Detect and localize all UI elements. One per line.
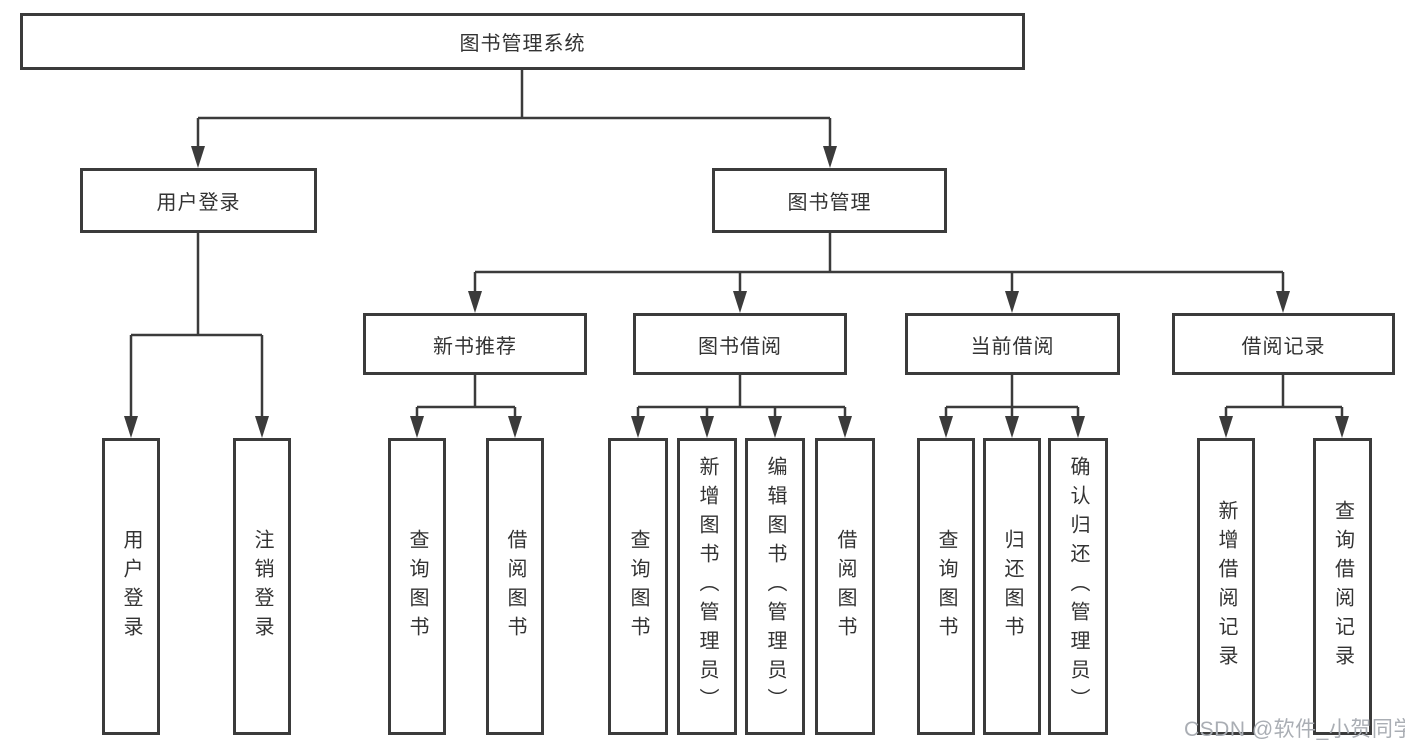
leaf-user-login: 用户登录 [102,438,160,735]
leaf-add-books-admin-label: 新增图书（管理员） [696,456,718,717]
node-borrow-records: 借阅记录 [1172,313,1395,375]
leaf-borrow-books-2-label: 借阅图书 [834,528,856,645]
node-user-login-label: 用户登录 [156,192,241,214]
leaf-query-books-1-label: 查询图书 [406,528,428,645]
node-book-borrow-label: 图书借阅 [698,335,782,358]
leaf-query-books-2: 查询图书 [608,438,668,735]
leaf-add-borrow-record: 新增借阅记录 [1197,438,1255,735]
leaf-logout: 注销登录 [233,438,291,735]
node-new-book-recommend: 新书推荐 [363,313,587,375]
leaf-edit-books-admin: 编辑图书（管理员） [745,438,805,735]
leaf-query-books-3: 查询图书 [917,438,975,735]
leaf-query-borrow-record-label: 查询借阅记录 [1331,499,1354,674]
node-current-borrow: 当前借阅 [905,313,1120,375]
leaf-query-books-3-label: 查询图书 [935,528,957,645]
leaf-confirm-return-admin-label: 确认归还（管理员） [1067,456,1089,717]
leaf-add-borrow-record-label: 新增借阅记录 [1215,499,1237,674]
node-borrow-records-label: 借阅记录 [1241,335,1326,358]
node-book-mgmt: 图书管理 [712,168,947,233]
leaf-edit-books-admin-label: 编辑图书（管理员） [764,456,786,717]
node-user-login: 用户登录 [80,168,317,233]
node-root: 图书管理系统 [20,13,1025,70]
node-new-book-recommend-label: 新书推荐 [433,335,517,358]
leaf-borrow-books-2: 借阅图书 [815,438,875,735]
node-book-mgmt-label: 图书管理 [787,192,872,214]
leaf-query-books-1: 查询图书 [388,438,446,735]
leaf-add-books-admin: 新增图书（管理员） [677,438,737,735]
leaf-return-books-label: 归还图书 [1001,528,1023,645]
leaf-confirm-return-admin: 确认归还（管理员） [1048,438,1108,735]
leaf-borrow-books-1-label: 借阅图书 [504,528,526,645]
leaf-query-borrow-record: 查询借阅记录 [1313,438,1372,735]
leaf-return-books: 归还图书 [983,438,1041,735]
leaf-borrow-books-1: 借阅图书 [486,438,544,735]
leaf-user-login-label: 用户登录 [120,528,142,645]
watermark: CSDN @软件_小贺同学 [1184,718,1405,741]
leaf-logout-label: 注销登录 [251,528,273,645]
node-root-label: 图书管理系统 [459,33,586,55]
arrowheads [124,146,1349,438]
node-book-borrow: 图书借阅 [633,313,847,375]
leaf-query-books-2-label: 查询图书 [627,528,649,645]
node-current-borrow-label: 当前借阅 [970,335,1055,358]
